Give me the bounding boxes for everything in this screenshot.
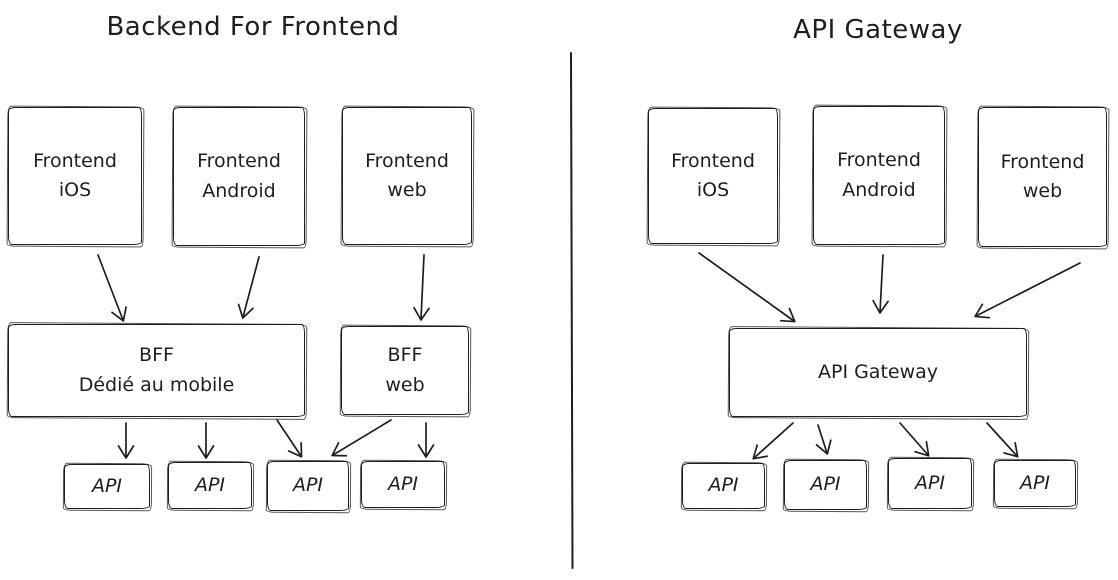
api-gateway-box: API Gateway	[729, 328, 1027, 417]
arrow-android-to-bff-mobile	[237, 256, 260, 319]
box-label: API	[1019, 471, 1051, 494]
box-label: API	[91, 474, 123, 497]
arrow-android-to-gateway	[872, 254, 889, 314]
bff-mobile-box: BFF Dédié au mobile	[8, 324, 305, 417]
box-label: API	[292, 474, 324, 497]
bff-api-box-1: API	[64, 464, 150, 509]
box-label: BFF	[139, 344, 174, 367]
gw-frontend-ios-box: Frontend iOS	[648, 108, 778, 244]
box-label: Frontend	[33, 149, 117, 172]
bff-frontend-web-box: Frontend web	[342, 107, 472, 245]
divider-line	[570, 52, 574, 569]
box-label: web	[385, 373, 425, 396]
bff-frontend-ios-box: Frontend iOS	[8, 107, 142, 245]
box-label: BFF	[387, 344, 423, 367]
gw-api-box-1: API	[682, 463, 765, 509]
arrow-gateway-to-api2	[815, 424, 832, 455]
box-label: Dédié au mobile	[78, 373, 235, 396]
bff-frontend-android-box: Frontend Android	[173, 107, 305, 246]
box-label: API	[914, 471, 946, 494]
arrow-bff-web-to-api3	[331, 419, 392, 457]
box-label: API	[194, 473, 226, 496]
arrow-ios-to-gateway	[698, 252, 796, 323]
arrow-ios-to-bff-mobile	[97, 254, 127, 322]
arrow-web-to-bff-web	[413, 254, 430, 321]
box-label: API Gateway	[817, 360, 939, 383]
box-label: iOS	[696, 179, 730, 201]
box-label: Android	[842, 178, 916, 201]
gw-api-box-3: API	[888, 458, 972, 509]
gw-frontend-web-box: Frontend web	[978, 107, 1107, 247]
bff-api-box-3: API	[267, 461, 349, 511]
gw-api-box-4: API	[994, 460, 1076, 507]
box-label: web	[1022, 180, 1063, 202]
bff-web-box: BFF web	[341, 326, 469, 415]
arrow-bff-mobile-to-api3	[276, 419, 303, 458]
arrow-gateway-to-api3	[899, 422, 930, 457]
box-label: Frontend	[1000, 150, 1085, 173]
box-label: web	[387, 179, 427, 201]
box-label: iOS	[58, 179, 92, 201]
box-label: Frontend	[365, 149, 449, 172]
arrow-web-to-gateway	[974, 262, 1081, 319]
box-label: Frontend	[837, 149, 921, 172]
box-label: API	[810, 473, 841, 496]
left-panel-title: Backend For Frontend	[106, 12, 400, 42]
bff-api-box-4: API	[361, 461, 445, 508]
box-label: Android	[202, 179, 276, 202]
arrow-gateway-to-api1	[752, 422, 794, 460]
box-label: Frontend	[197, 150, 281, 173]
bff-api-box-2: API	[168, 462, 252, 509]
box-label: API	[387, 472, 419, 495]
gw-api-box-2: API	[784, 460, 867, 510]
right-panel-title: API Gateway	[793, 15, 963, 45]
box-label: API	[708, 474, 739, 497]
box-label: Frontend	[671, 149, 755, 172]
arrow-gateway-to-api4	[986, 422, 1019, 458]
gw-frontend-android-box: Frontend Android	[813, 106, 945, 245]
